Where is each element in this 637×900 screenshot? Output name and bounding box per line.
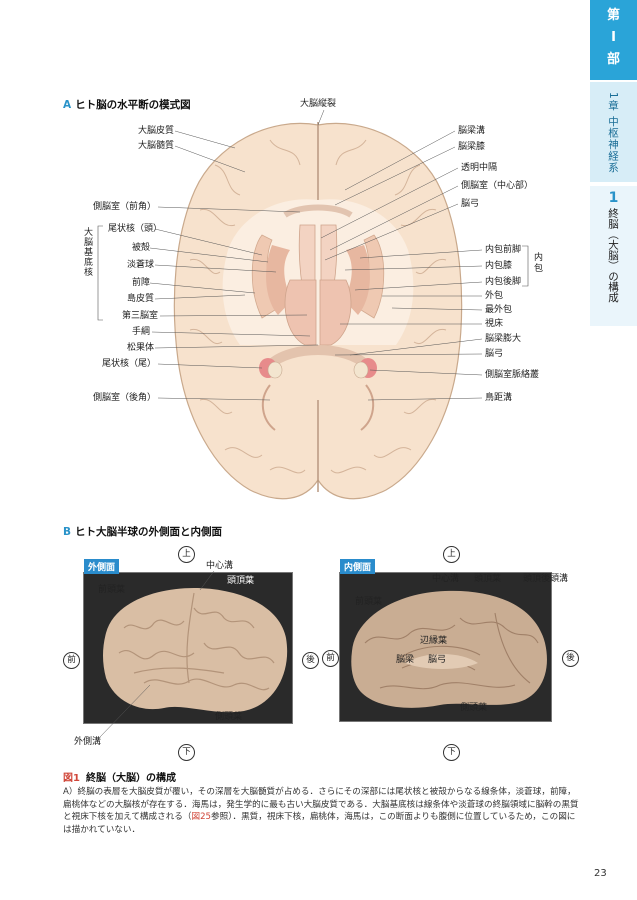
label-ic-anterior-limb: 内包前脚 bbox=[485, 245, 522, 255]
label-fornix-1: 脳弓 bbox=[461, 199, 480, 209]
label-septum-pellucidum: 透明中隔 bbox=[461, 163, 498, 173]
section-title: 終脳（大脳）の構成 bbox=[607, 208, 619, 303]
figure-reference-link[interactable]: 図25 bbox=[191, 812, 212, 822]
medial-label-parietal: 頭頂葉 bbox=[474, 574, 502, 584]
section-a-letter: A bbox=[63, 99, 72, 111]
figure-title: 終脳（大脳）の構成 bbox=[85, 773, 176, 784]
chapter-title: 1章 中枢神経系 bbox=[607, 92, 619, 174]
part-top: 第 bbox=[606, 8, 620, 23]
label-putamen: 被殻 bbox=[131, 243, 150, 253]
medial-label-temporal: 側頭葉 bbox=[460, 703, 488, 713]
section-b-letter: B bbox=[63, 526, 72, 538]
lateral-label-temporal: 側頭葉 bbox=[215, 712, 243, 722]
brain-section-diagram bbox=[97, 109, 529, 500]
label-globus-pallidus: 淡蒼球 bbox=[126, 260, 154, 270]
label-genu-corpus-callosum: 脳梁膝 bbox=[458, 142, 486, 152]
label-pineal-body: 松果体 bbox=[126, 343, 154, 353]
label-lateral-ventricle-central: 側脳室（中心部） bbox=[461, 181, 534, 191]
caption-text-2: 参照）．黒質，視床下核，扁桃体，海馬は，この断面よりも腹側に位置しているため，こ… bbox=[63, 812, 576, 835]
medial-label-corpus-callosum: 脳梁 bbox=[396, 655, 415, 665]
label-caudate-head: 尾状核（頭） bbox=[108, 224, 163, 234]
lateral-label-central-sulcus: 中心溝 bbox=[206, 561, 234, 571]
side-tab: 第 I 部 1章 中枢神経系 1 終脳（大脳）の構成 bbox=[590, 0, 637, 900]
section-number: 1 bbox=[608, 190, 619, 206]
label-splenium: 脳梁膨大 bbox=[485, 334, 522, 344]
label-habenula: 手綱 bbox=[131, 327, 150, 337]
label-thalamus: 視床 bbox=[485, 319, 504, 329]
lateral-back-marker: 後 bbox=[302, 652, 319, 669]
label-ic-genu: 内包膝 bbox=[485, 261, 513, 271]
label-extreme-capsule: 最外包 bbox=[485, 305, 513, 315]
label-fornix-2: 脳弓 bbox=[485, 349, 504, 359]
lateral-label-frontal: 前頭葉 bbox=[98, 585, 126, 595]
lateral-down-marker: 下 bbox=[178, 744, 195, 761]
lateral-brain-photo bbox=[83, 572, 293, 724]
label-cerebral-white-matter: 大脳髄質 bbox=[137, 141, 174, 151]
section-a-title-text: ヒト脳の水平断の模式図 bbox=[75, 99, 191, 111]
figure-caption: 図1 終脳（大脳）の構成 bbox=[63, 769, 176, 784]
label-lateral-ventricle-posterior: 側脳室（後角） bbox=[92, 393, 156, 403]
label-insular-cortex: 島皮質 bbox=[126, 294, 154, 304]
label-lateral-ventricle-anterior: 側脳室（前角） bbox=[92, 202, 156, 212]
lateral-front-marker: 前 bbox=[63, 652, 80, 669]
medial-front-marker: 前 bbox=[322, 650, 339, 667]
medial-view-tag: 内側面 bbox=[340, 559, 376, 574]
medial-label-limbic: 辺縁葉 bbox=[420, 636, 448, 646]
medial-brain-image bbox=[351, 590, 547, 708]
figure-number: 図1 bbox=[63, 773, 80, 784]
label-third-ventricle: 第三脳室 bbox=[121, 311, 158, 321]
section-tab: 1 終脳（大脳）の構成 bbox=[590, 186, 637, 326]
label-external-capsule: 外包 bbox=[485, 291, 504, 301]
label-longitudinal-fissure: 大脳縦裂 bbox=[300, 99, 337, 109]
chapter-tab: 1章 中枢神経系 bbox=[590, 82, 637, 182]
lateral-up-marker: 上 bbox=[178, 546, 195, 563]
label-caudate-tail: 尾状核（尾） bbox=[101, 359, 156, 369]
label-choroid-plexus: 側脳室脈絡叢 bbox=[485, 370, 540, 380]
label-calcarine-sulcus: 鳥距溝 bbox=[485, 393, 513, 403]
medial-brain-photo bbox=[339, 572, 552, 722]
lateral-label-lateral-sulcus: 外側溝 bbox=[74, 737, 102, 747]
label-ic-posterior-limb: 内包後脚 bbox=[485, 277, 522, 287]
label-internal-capsule-group: 内包 bbox=[534, 253, 544, 274]
medial-label-fornix: 脳弓 bbox=[428, 655, 447, 665]
part-tab: 第 I 部 bbox=[590, 0, 637, 80]
caption-text-1: A）終脳の表層を大脳皮質が覆い，その深層を大脳髄質が占める．さらにその深部には尾… bbox=[63, 787, 579, 822]
caption-body: A）終脳の表層を大脳皮質が覆い，その深層を大脳髄質が占める．さらにその深部には尾… bbox=[63, 786, 583, 836]
medial-label-frontal: 前頭葉 bbox=[355, 597, 383, 607]
medial-down-marker: 下 bbox=[443, 744, 460, 761]
lateral-brain-image bbox=[103, 588, 288, 713]
lateral-view-tag: 外側面 bbox=[84, 559, 120, 574]
part-bottom: 部 bbox=[606, 52, 620, 67]
part-num: I bbox=[611, 30, 616, 45]
section-b-title-text: ヒト大脳半球の外側面と内側面 bbox=[75, 526, 223, 538]
page-number: 23 bbox=[594, 868, 607, 879]
medial-up-marker: 上 bbox=[443, 546, 460, 563]
label-callosal-sulcus: 脳梁溝 bbox=[458, 126, 486, 136]
lateral-label-parietal: 頭頂葉 bbox=[227, 576, 255, 586]
label-cerebral-cortex: 大脳皮質 bbox=[137, 126, 174, 136]
medial-back-marker: 後 bbox=[562, 650, 579, 667]
label-basal-ganglia-group: 大脳基底核 bbox=[84, 228, 94, 278]
medial-label-parieto-occipital: 頭頂後頭溝 bbox=[523, 574, 569, 584]
label-claustrum: 前障 bbox=[131, 278, 150, 288]
medial-label-central-sulcus: 中心溝 bbox=[432, 574, 460, 584]
